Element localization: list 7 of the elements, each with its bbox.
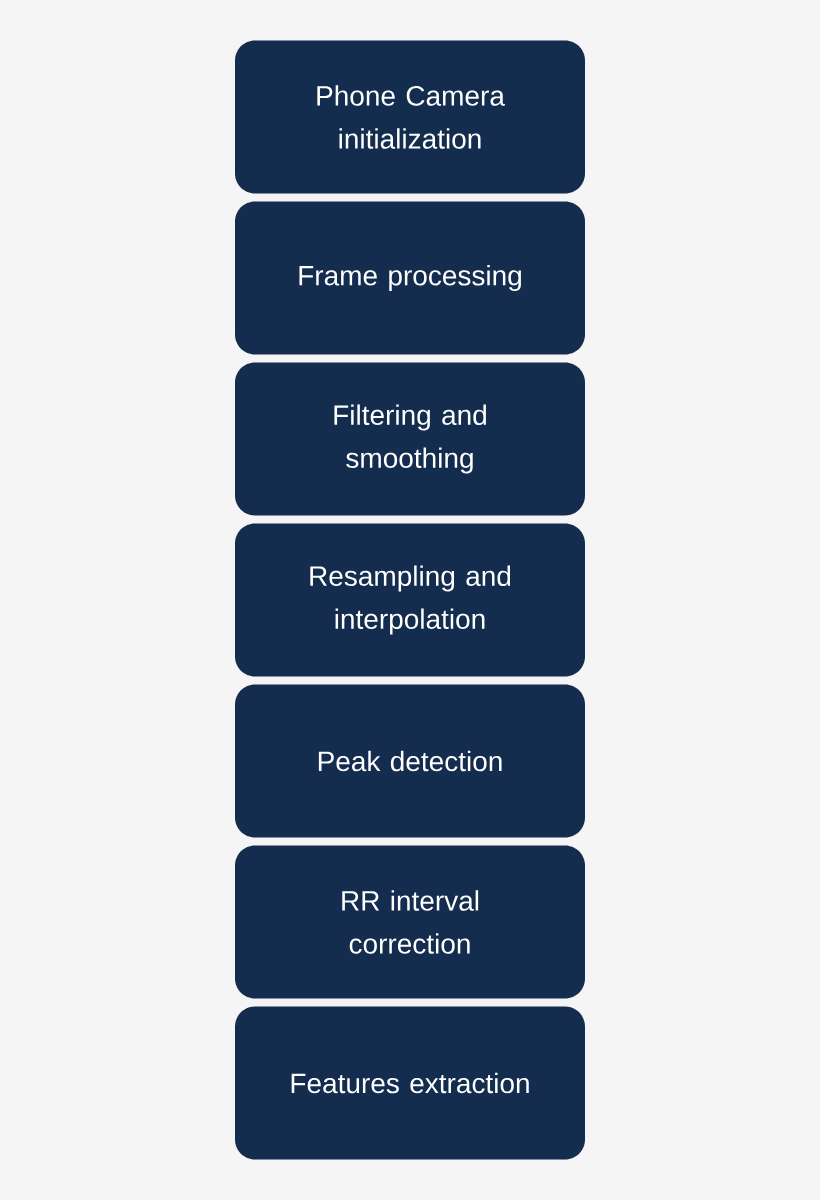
process-box: RR interval correction	[235, 845, 585, 999]
process-box: Phone Camera initialization	[235, 40, 585, 194]
process-box: Resampling and interpolation	[235, 523, 585, 677]
process-box: Features extraction	[235, 1006, 585, 1160]
process-box: Peak detection	[235, 684, 585, 838]
process-box: Filtering and smoothing	[235, 362, 585, 516]
process-box: Frame processing	[235, 201, 585, 355]
